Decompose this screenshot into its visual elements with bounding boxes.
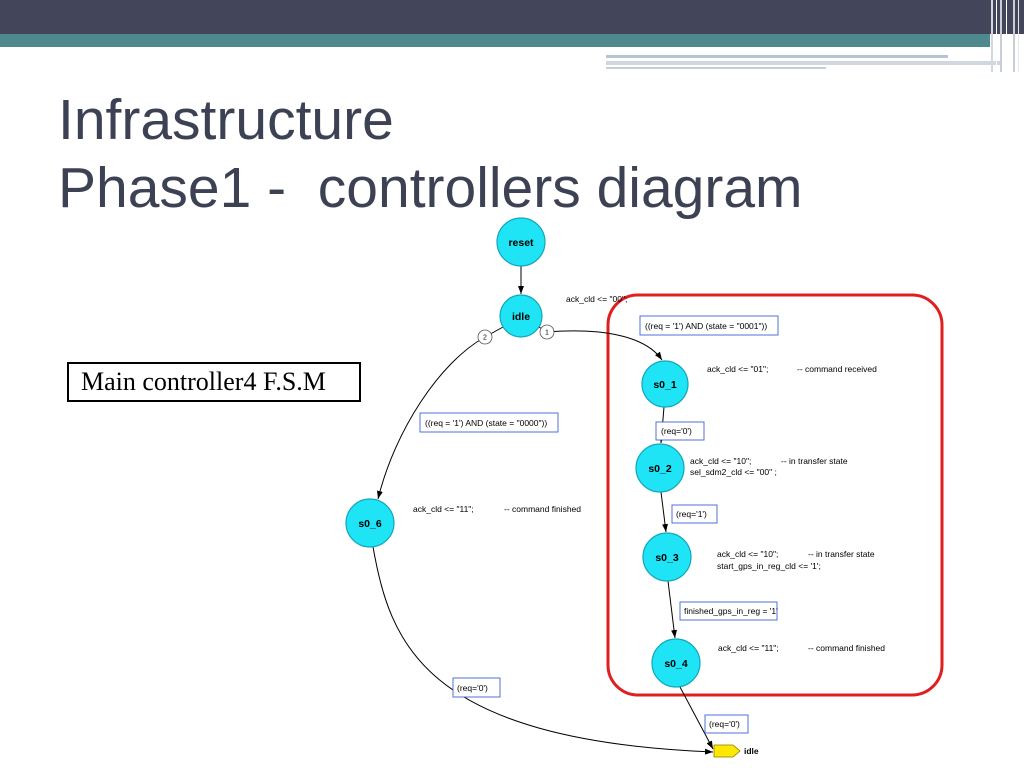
state-label: s0_4: [664, 658, 688, 670]
priority-circle: [477, 329, 493, 345]
state-s0-6: s0_6: [345, 498, 395, 548]
condition-text: (req='0'): [457, 683, 488, 693]
header-vertical-stripe-1: [991, 0, 993, 72]
state-circle: [499, 294, 543, 338]
action-line: ack_cld <= "11";: [413, 504, 474, 514]
action-comment: -- command finished: [808, 643, 885, 653]
condition-s0-2-to-s0-3: (req='1'): [671, 504, 718, 524]
edge-s0-2-to-s0-3: [660, 491, 668, 533]
action-line: ack_cld <= "10";: [717, 549, 778, 559]
action-line: sel_sdm2_cld <= "00" ;: [690, 467, 777, 477]
action-line: ack_cld <= "11";: [718, 643, 779, 653]
state-reset: reset: [496, 217, 546, 267]
condition-s0-6-to-idle: (req='0'): [452, 677, 501, 698]
header-vertical-stripe-2: [996, 0, 997, 72]
action-comment: -- in transfer state: [808, 549, 875, 559]
state-s0-4: s0_4: [651, 638, 701, 688]
state-circle: [651, 638, 701, 688]
condition-s0-3-to-s0-4: finished_gps_in_reg = '1': [679, 601, 778, 621]
actions-s0-4: ack_cld <= "11"; -- command finished: [718, 643, 885, 653]
edge-s0-4-to-idle: [679, 686, 714, 750]
header-rule-bottom: [606, 67, 826, 69]
end-marker-label: idle: [744, 746, 759, 756]
condition-idle-to-s0-1: ((req = '1') AND (state = "0001")): [639, 315, 779, 336]
actions-s0-1: ack_cld <= "01"; -- command received: [707, 364, 877, 374]
state-s0-1: s0_1: [641, 360, 689, 408]
state-circle: [345, 498, 395, 548]
condition-box: [655, 421, 705, 441]
header-vertical-stripe-5: [1013, 0, 1015, 72]
highlight-frame: [606, 293, 944, 697]
state-label: reset: [508, 237, 534, 249]
actions-s0-6: ack_cld <= "11"; -- command finished: [413, 504, 581, 514]
header-vertical-stripe-6: [1018, 0, 1019, 72]
condition-idle-to-s0-6: ((req = '1') AND (state = "0000")): [419, 412, 559, 433]
condition-s0-1-to-s0-2: (req='0'): [655, 421, 705, 441]
actions-s0-3: ack_cld <= "10"; -- in transfer state st…: [717, 549, 875, 571]
priority-label: 2: [483, 335, 487, 342]
condition-box: [671, 504, 718, 524]
header-rule-middle: [606, 61, 1002, 65]
state-label: s0_1: [653, 379, 677, 391]
condition-box: [419, 412, 559, 433]
condition-text: (req='0'): [661, 426, 692, 436]
state-circle: [642, 532, 692, 582]
condition-text: finished_gps_in_reg = '1': [684, 606, 778, 616]
condition-text: ((req = '1') AND (state = "0001")): [645, 321, 767, 331]
action-line: start_gps_in_reg_cld <= '1';: [717, 561, 821, 571]
end-marker-idle: idle: [713, 744, 759, 758]
condition-s0-4-to-idle: (req='0'): [704, 714, 749, 734]
condition-box: [704, 714, 749, 734]
state-label: idle: [512, 311, 530, 323]
edge-s0-3-to-s0-4: [667, 580, 678, 639]
condition-box: [679, 601, 778, 621]
slide-title-line-1: Infrastructure: [58, 88, 394, 152]
state-circle: [496, 217, 546, 267]
state-circle: [641, 360, 689, 408]
priority-circle: [539, 324, 555, 340]
condition-box: [452, 677, 501, 698]
condition-box: [639, 315, 779, 336]
end-marker-tag: [713, 744, 741, 758]
state-s0-3: s0_3: [642, 532, 692, 582]
action-comment: -- command received: [797, 364, 877, 374]
priority-badge-1: 1: [539, 324, 555, 340]
slide-title-line-2: Phase1 - controllers diagram: [58, 156, 803, 220]
state-circle: [635, 443, 685, 493]
header-vertical-stripe-3: [1000, 0, 1002, 72]
priority-badge-2: 2: [477, 329, 493, 345]
state-label: s0_3: [655, 552, 679, 564]
state-label: s0_6: [358, 518, 382, 530]
header-vertical-stripe-4: [1006, 0, 1007, 72]
header-rule-top: [606, 55, 948, 58]
priority-label: 1: [545, 330, 549, 337]
state-label: s0_2: [648, 463, 672, 475]
condition-text: (req='0'): [709, 719, 740, 729]
action-line: ack_cld <= "10";: [690, 456, 751, 466]
action-comment: -- command finished: [504, 504, 581, 514]
state-s0-2: s0_2: [635, 443, 685, 493]
header-dark-bar: [0, 0, 1024, 34]
actions-s0-2: ack_cld <= "10"; -- in transfer state se…: [690, 456, 848, 477]
condition-text: (req='1'): [676, 509, 707, 519]
slide-header-decoration: [0, 0, 1024, 72]
diagram-caption-box: Main controller4 F.S.M: [67, 362, 361, 402]
edge-idle-to-s0-6: [377, 326, 504, 500]
header-teal-stripe: [0, 34, 990, 47]
action-line: ack_cld <= "01";: [707, 364, 768, 374]
actions-idle: ack_cld <= "00";: [566, 294, 627, 304]
action-comment: -- in transfer state: [781, 456, 848, 466]
action-line: ack_cld <= "00";: [566, 294, 627, 304]
condition-text: ((req = '1') AND (state = "0000")): [425, 418, 547, 428]
edge-s0-6-to-idle: [372, 546, 714, 755]
state-idle: idle: [499, 294, 543, 338]
